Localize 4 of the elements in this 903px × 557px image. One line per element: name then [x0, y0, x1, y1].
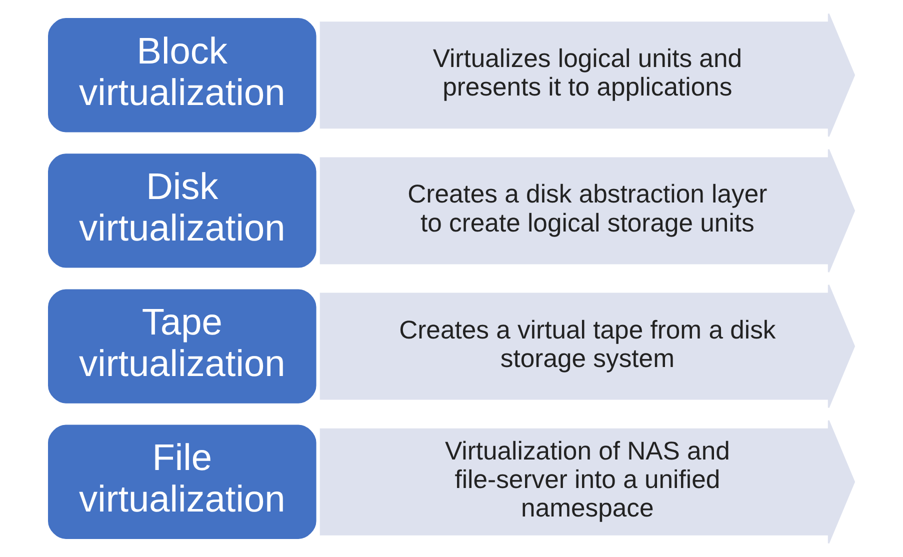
node-box: Block virtualization [48, 18, 316, 132]
node-box: File virtualization [48, 424, 316, 539]
node-box: Disk virtualization [48, 154, 316, 268]
node-box: Tape virtualization [48, 289, 316, 404]
